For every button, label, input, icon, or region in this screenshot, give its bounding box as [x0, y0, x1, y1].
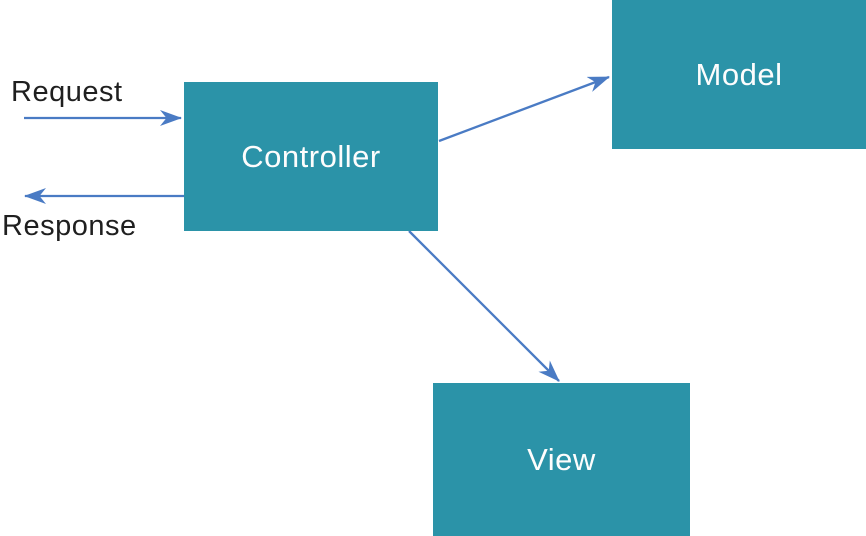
controller-node-label: Controller: [241, 138, 381, 174]
controller-to-model-arrow: [438, 75, 610, 143]
view-node-label: View: [527, 441, 596, 477]
controller-node: Controller: [184, 82, 438, 231]
response-label: Response: [2, 210, 137, 242]
model-node: Model: [612, 0, 866, 149]
view-node: View: [433, 383, 690, 536]
controller-to-view-arrow: [408, 230, 560, 382]
request-label: Request: [11, 76, 123, 108]
model-node-label: Model: [695, 56, 783, 92]
